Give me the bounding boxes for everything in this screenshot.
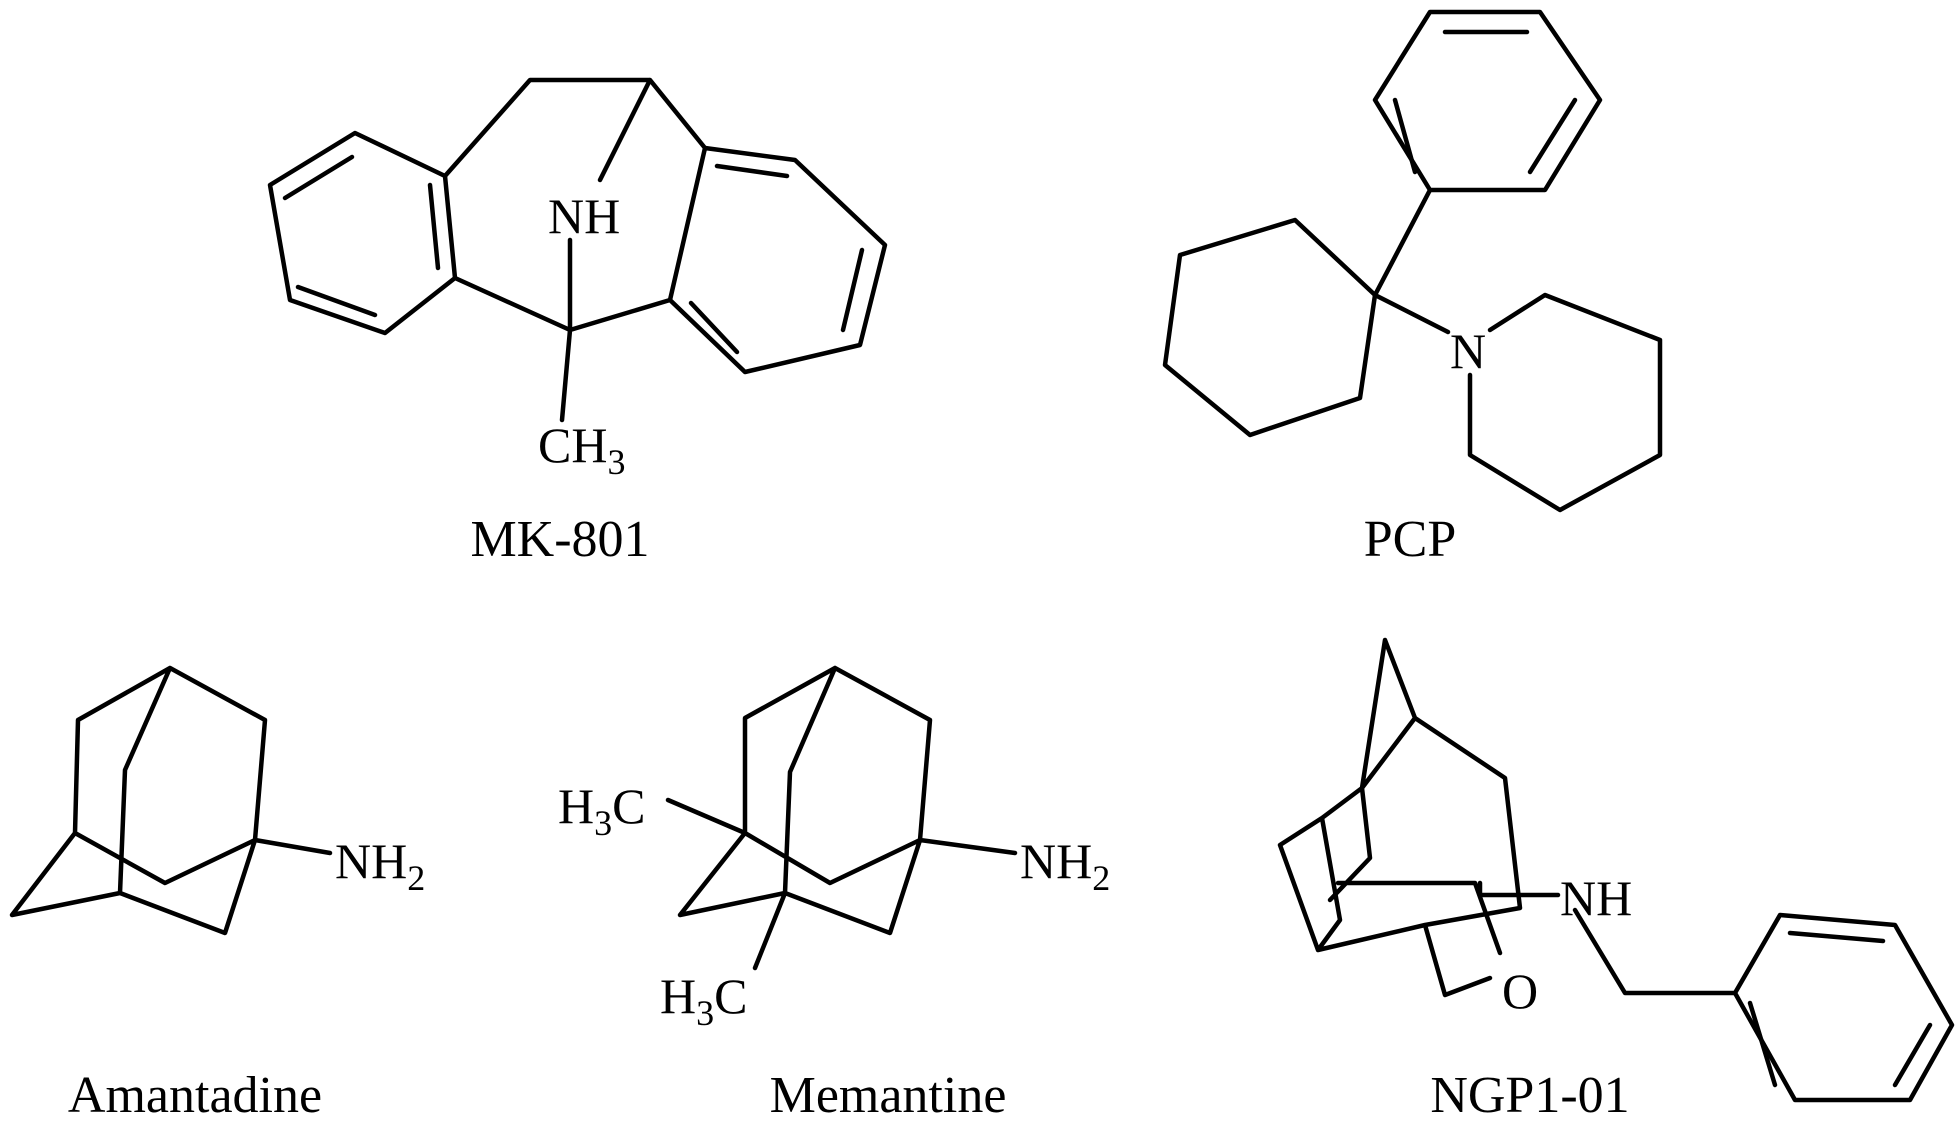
memantine-methyl2-c: C [714,968,747,1024]
memantine-nh2-subscript: 2 [1092,858,1110,898]
mk801-left-benzene-ring [267,130,458,336]
mk801-bridge-bonds [442,77,708,423]
memantine-cage-bonds [665,665,1018,971]
amantadine-cage-bonds [9,665,333,936]
mk801-nh-label: NH [548,188,620,244]
mk801-left-benzene-inner-bonds [282,154,441,318]
ngp101-cage-bonds [1277,637,1561,998]
amantadine-nh2-subscript: 2 [407,858,425,898]
ngp101-structure: NH O NGP1-01 [1277,637,1955,1121]
pcp-phenyl-inner-bonds [1392,29,1578,175]
ngp101-nh-label: NH [1560,870,1632,926]
pcp-cyclohexane-ring [1162,217,1378,438]
mk801-ch3-subscript: 3 [607,442,625,482]
memantine-nh2-label: NH2 [1020,833,1110,898]
mk801-structure: NH CH3 MK-801 [267,77,888,568]
ngp101-phenyl-inner-bonds [1747,930,1933,1088]
mk801-right-benzene-inner-bonds [688,163,865,355]
memantine-methyl2-h: H [660,968,696,1024]
pcp-connecting-bonds [1372,187,1451,335]
amantadine-structure: NH2 Amantadine [9,665,425,1121]
memantine-nh2-main: NH [1020,833,1092,889]
pcp-name: PCP [1364,511,1457,568]
memantine-structure: H3C H3C NH2 Memantine [558,665,1110,1121]
ngp101-name: NGP1-01 [1430,1067,1629,1121]
memantine-methyl1-subscript: 3 [594,803,612,843]
ngp101-o-label: O [1502,963,1538,1019]
amantadine-nh2-main: NH [335,833,407,889]
pcp-n-label: N [1450,323,1486,379]
ngp101-benzyl-bonds [1572,907,1738,996]
pcp-phenyl-ring [1372,9,1603,193]
mk801-ch3-label: CH3 [538,417,625,482]
mk801-right-benzene-ring [667,145,888,375]
amantadine-name: Amantadine [68,1067,322,1121]
memantine-methyl2-label: H3C [660,968,747,1033]
pcp-structure: N PCP [1162,9,1663,568]
pcp-piperidine-ring [1467,292,1663,513]
mk801-name: MK-801 [470,511,649,568]
ngp101-phenyl-ring [1732,912,1955,1103]
amantadine-nh2-label: NH2 [335,833,425,898]
memantine-methyl1-h: H [558,778,594,834]
memantine-methyl1-label: H3C [558,778,645,843]
mk801-ch3-main: CH [538,417,607,473]
memantine-methyl2-subscript: 3 [696,993,714,1033]
memantine-methyl1-c: C [612,778,645,834]
memantine-name: Memantine [770,1067,1007,1121]
